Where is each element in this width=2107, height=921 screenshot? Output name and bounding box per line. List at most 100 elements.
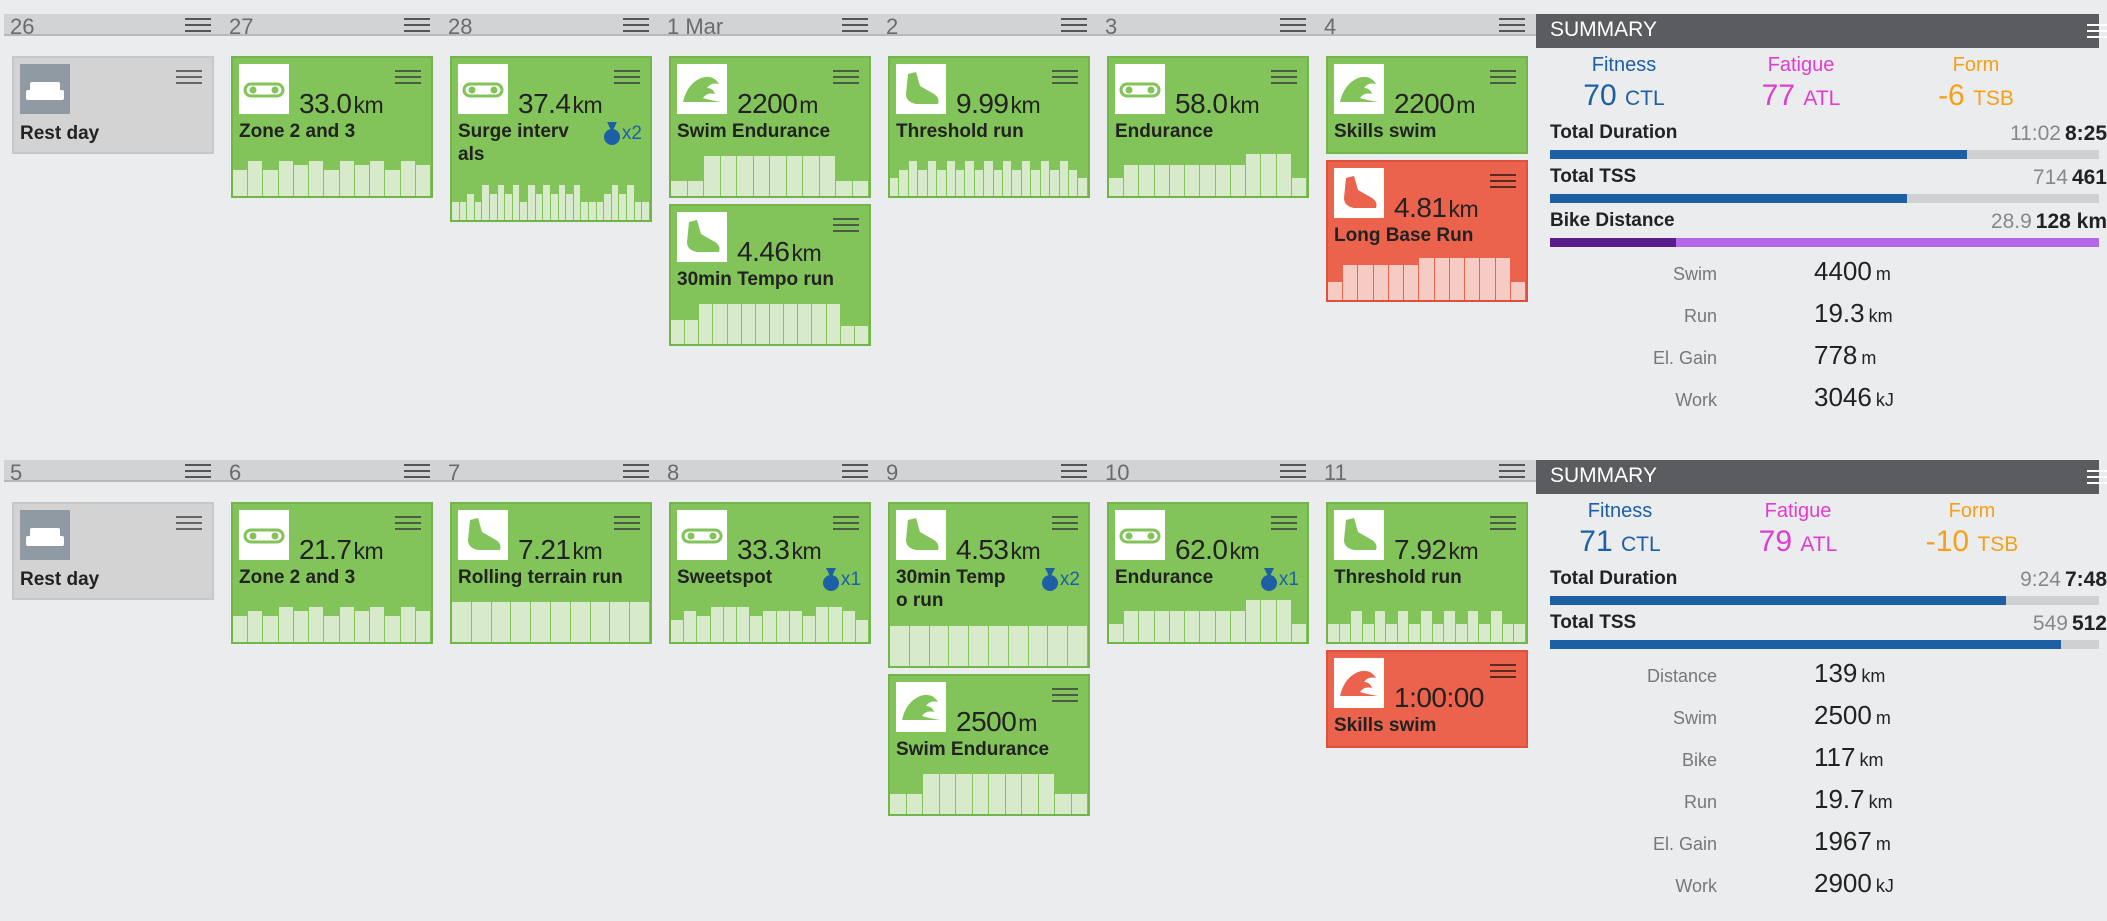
day-column: 3 58.0km Endurance	[1099, 14, 1318, 450]
workout-card[interactable]: 4.53km 30min Tempo run x2	[888, 502, 1090, 668]
day-menu-icon[interactable]	[1499, 18, 1525, 32]
day-column: 26 Rest day	[4, 14, 223, 450]
workout-chart	[671, 152, 869, 196]
rest-day-card[interactable]: Rest day	[12, 56, 214, 154]
card-menu-icon[interactable]	[1271, 516, 1297, 530]
card-menu-icon[interactable]	[1490, 174, 1516, 188]
chart-bar	[1388, 264, 1405, 300]
bike-icon	[1115, 64, 1165, 114]
rest-day-card[interactable]: Rest day	[12, 502, 214, 600]
chart-bar	[324, 615, 340, 642]
card-menu-icon[interactable]	[614, 70, 640, 84]
chart-bar	[798, 304, 813, 344]
sofa-icon	[20, 64, 70, 114]
card-menu-icon[interactable]	[176, 70, 202, 84]
card-menu-icon[interactable]	[833, 516, 859, 530]
day-number: 4	[1324, 14, 1337, 39]
summary-menu-icon[interactable]	[2087, 24, 2107, 38]
card-menu-icon[interactable]	[833, 218, 859, 232]
chart-bar	[1373, 264, 1389, 300]
chart-bar	[1003, 160, 1013, 196]
card-menu-icon[interactable]	[1271, 70, 1297, 84]
day-menu-icon[interactable]	[1280, 464, 1306, 478]
day-menu-icon[interactable]	[842, 18, 868, 32]
chart-bar	[720, 156, 737, 196]
card-menu-icon[interactable]	[614, 516, 640, 530]
day-header: 10	[1099, 460, 1318, 485]
workout-title: Skills swim	[1334, 715, 1437, 736]
workout-card[interactable]: 33.0km Zone 2 and 3	[231, 56, 433, 198]
chart-bar	[1514, 624, 1526, 642]
chart-bar	[233, 169, 249, 196]
medal-icon	[1260, 568, 1278, 592]
day-menu-icon[interactable]	[1061, 464, 1087, 478]
day-menu-icon[interactable]	[1061, 18, 1087, 32]
chart-bar	[415, 611, 432, 642]
chart-bar	[293, 165, 310, 196]
workout-title: 30min Tempo run	[896, 567, 1006, 611]
workout-card[interactable]: 33.3km Sweetspot x1	[669, 502, 871, 644]
card-menu-icon[interactable]	[176, 516, 202, 530]
chart-bar	[1139, 611, 1155, 642]
chart-bar	[520, 202, 529, 220]
card-menu-icon[interactable]	[395, 70, 421, 84]
summary-menu-icon[interactable]	[2087, 470, 2107, 484]
chart-bar	[984, 160, 994, 196]
chart-bar	[1358, 264, 1374, 300]
workout-card[interactable]: 2200m Skills swim	[1326, 56, 1528, 154]
card-menu-icon[interactable]	[833, 70, 859, 84]
workout-card[interactable]: 37.4km Surge intervals x2	[450, 56, 652, 222]
chart-bar	[1434, 258, 1450, 300]
workout-card-missed[interactable]: 4.81km Long Base Run	[1326, 160, 1528, 302]
day-menu-icon[interactable]	[623, 18, 649, 32]
day-header: 27	[223, 14, 442, 39]
day-number: 27	[229, 14, 254, 39]
chart-bar	[1048, 626, 1069, 666]
chart-bar	[855, 620, 870, 642]
chart-bar	[278, 160, 294, 196]
card-menu-icon[interactable]	[1490, 664, 1516, 678]
workout-title: Zone 2 and 3	[239, 567, 356, 588]
workout-card[interactable]: 7.92km Threshold run	[1326, 502, 1528, 644]
card-menu-icon[interactable]	[1490, 70, 1516, 84]
chart-bar	[1185, 611, 1201, 642]
chart-bar	[535, 193, 544, 220]
card-menu-icon[interactable]	[1052, 688, 1078, 702]
day-menu-icon[interactable]	[404, 18, 430, 32]
chart-bar	[1055, 794, 1072, 814]
workout-card[interactable]: 62.0km Endurance x1	[1107, 502, 1309, 644]
card-menu-icon[interactable]	[1052, 70, 1078, 84]
chart-bar	[890, 794, 907, 814]
day-menu-icon[interactable]	[185, 18, 211, 32]
day-menu-icon[interactable]	[1499, 464, 1525, 478]
workout-distance: 4.81km	[1394, 192, 1479, 223]
workout-card[interactable]: 2500m Swim Endurance	[888, 674, 1090, 816]
card-menu-icon[interactable]	[1490, 516, 1516, 530]
workout-card[interactable]: 7.21km Rolling terrain run	[450, 502, 652, 644]
workout-card-missed[interactable]: 1:00:00 Skills swim	[1326, 650, 1528, 748]
day-header: 9	[880, 460, 1099, 485]
chart-bar	[710, 606, 724, 642]
chart-bar	[370, 160, 386, 196]
chart-bar	[1404, 264, 1420, 300]
workout-card[interactable]: 2200m Swim Endurance	[669, 56, 871, 198]
chart-bar	[474, 202, 483, 220]
chart-bar	[812, 304, 827, 344]
workout-card[interactable]: 58.0km Endurance	[1107, 56, 1309, 198]
workout-card[interactable]: 21.7km Zone 2 and 3	[231, 502, 433, 644]
day-menu-icon[interactable]	[842, 464, 868, 478]
workout-card[interactable]: 4.46km 30min Tempo run	[669, 204, 871, 346]
workout-card[interactable]: 9.99km Threshold run	[888, 56, 1090, 198]
card-menu-icon[interactable]	[395, 516, 421, 530]
card-menu-icon[interactable]	[1052, 516, 1078, 530]
day-menu-icon[interactable]	[623, 464, 649, 478]
chart-bar	[1495, 258, 1511, 300]
day-menu-icon[interactable]	[185, 464, 211, 478]
workout-distance: 7.92km	[1394, 534, 1479, 565]
day-menu-icon[interactable]	[1280, 18, 1306, 32]
day-menu-icon[interactable]	[404, 464, 430, 478]
chart-bar	[1071, 794, 1088, 814]
